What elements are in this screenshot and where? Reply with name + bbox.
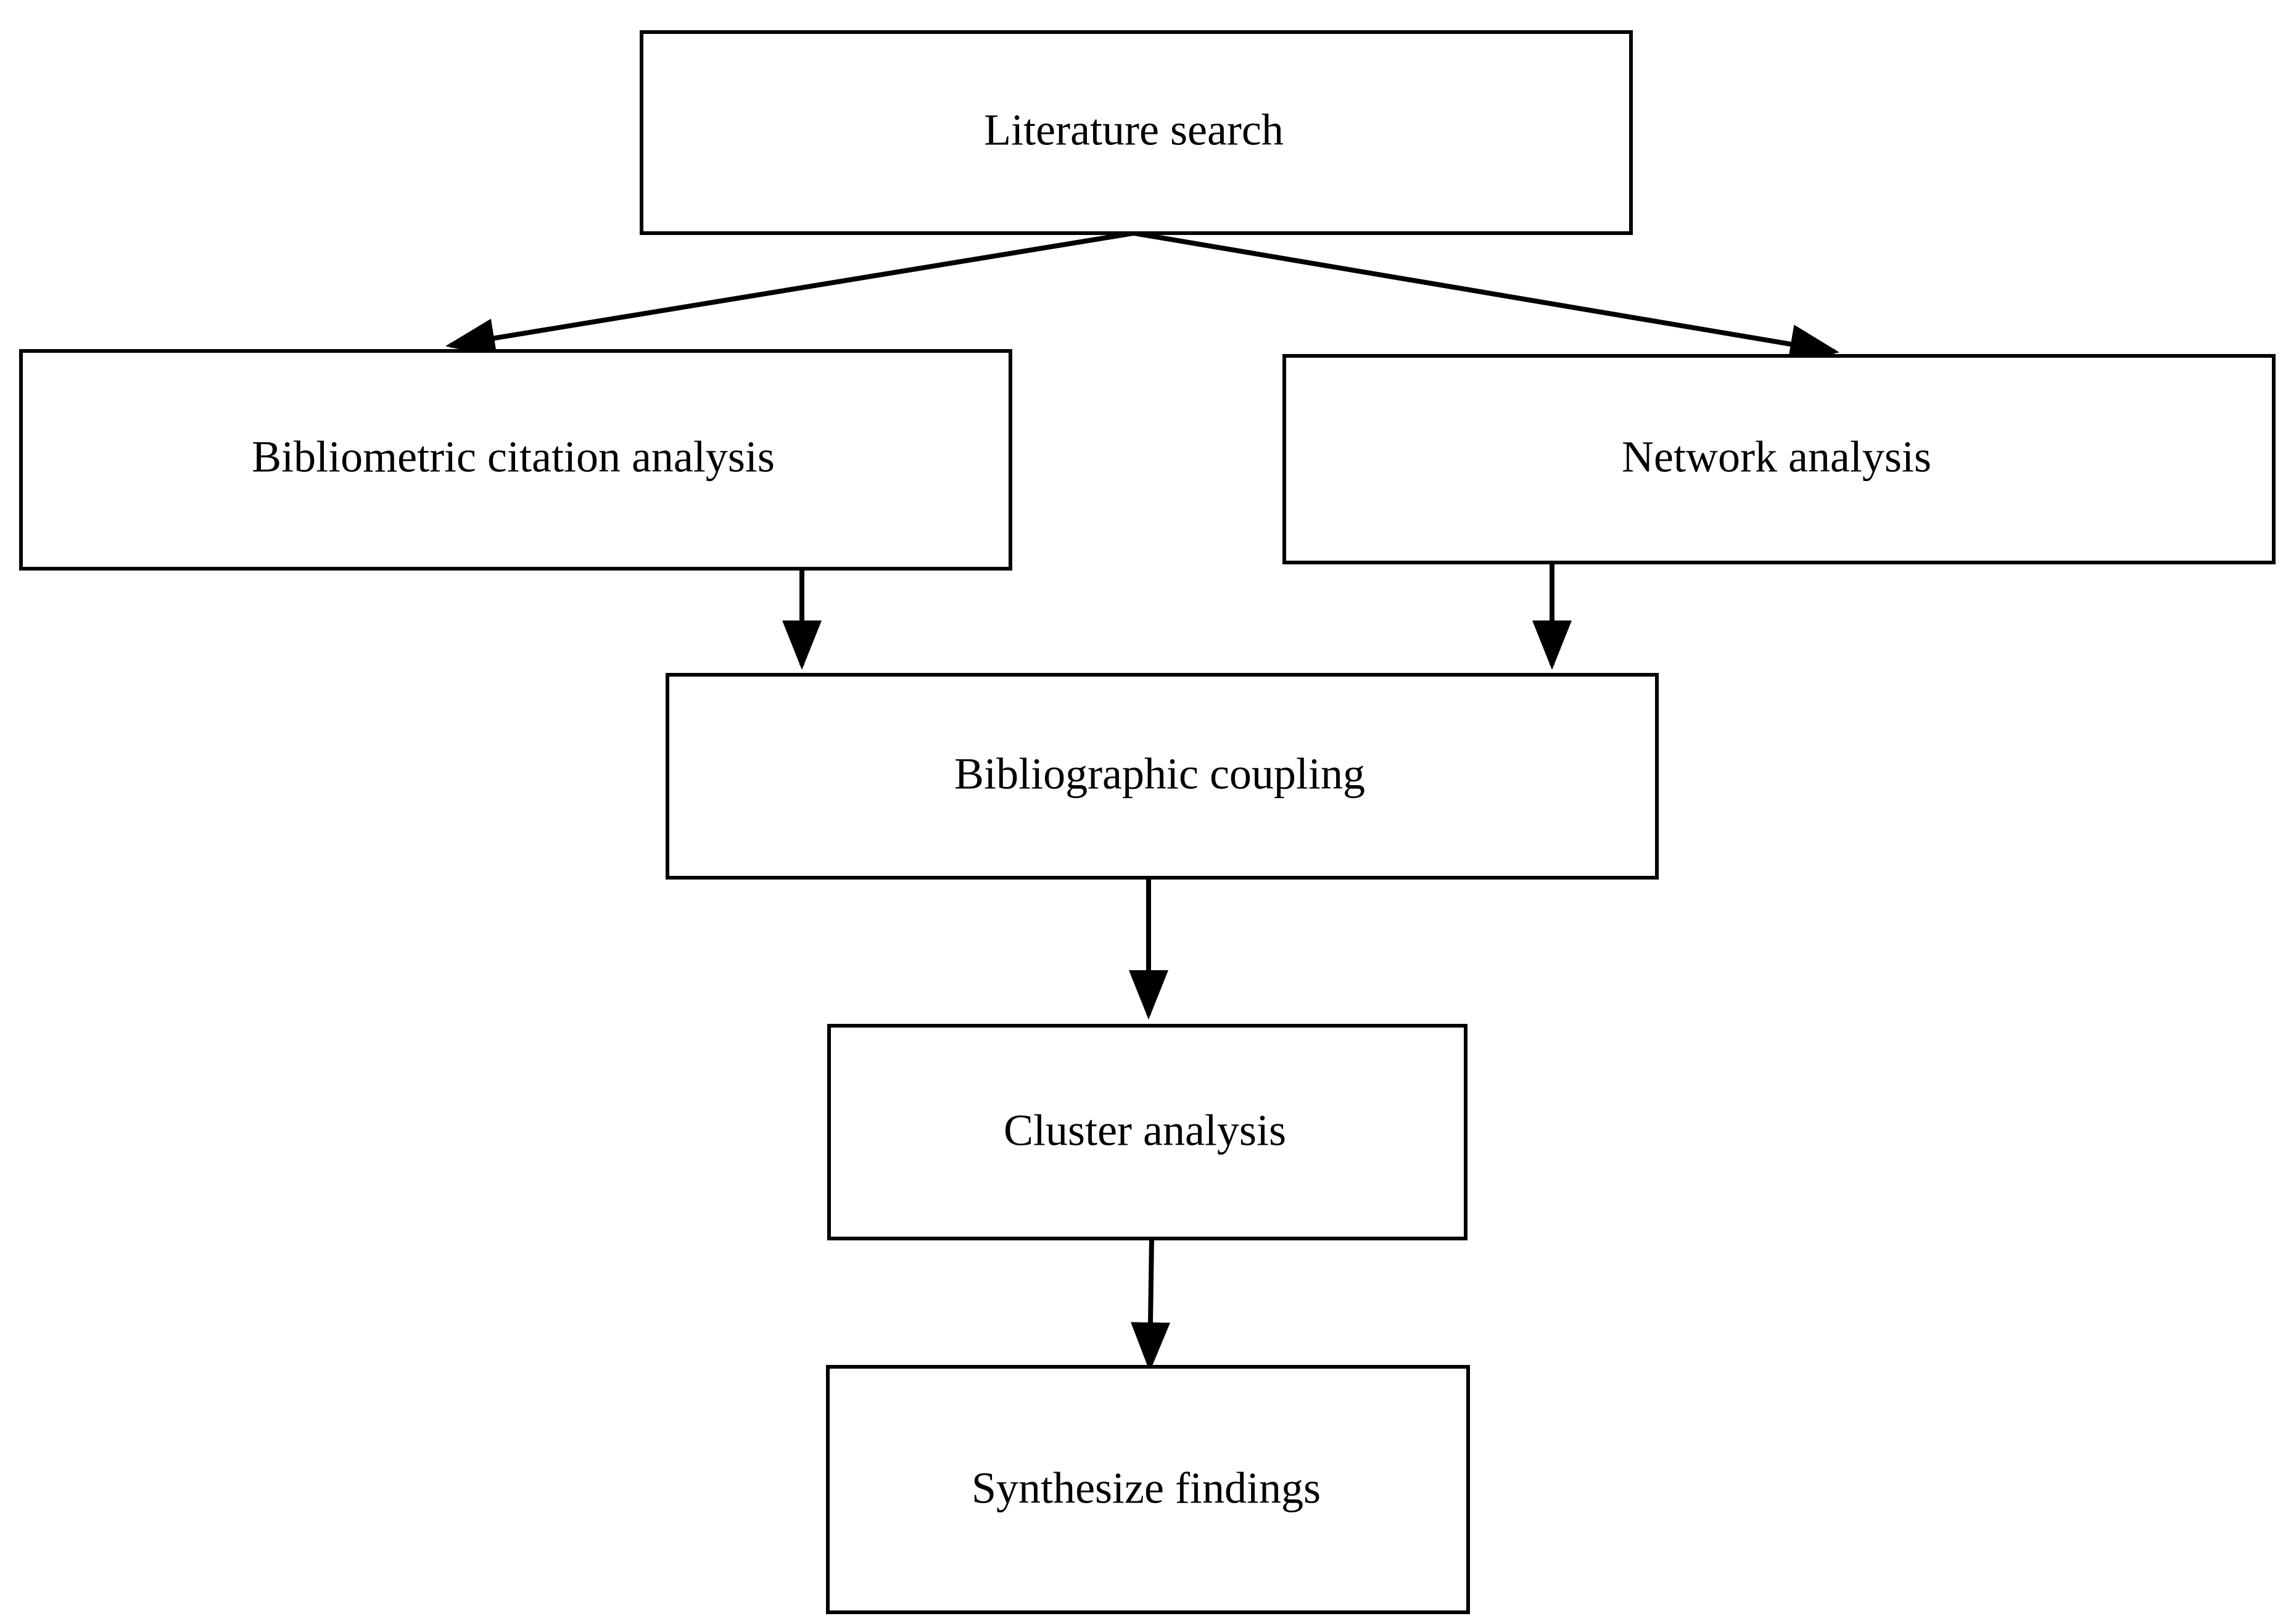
node-cluster-analysis-label: Cluster analysis [1004, 1106, 1286, 1155]
node-synthesize-findings-label: Synthesize findings [972, 1464, 1321, 1513]
node-cluster-analysis-box [827, 1024, 1467, 1240]
edge-literature-to-bibliometric [445, 231, 1134, 358]
node-literature-search-box [640, 30, 1633, 235]
node-bibliometric-citation-analysis-label: Bibliometric citation analysis [252, 432, 775, 482]
node-literature-search-label: Literature search [984, 105, 1284, 155]
node-network-analysis: Network analysis [1282, 354, 2276, 564]
node-bibliographic-coupling: Bibliographic coupling [666, 673, 1659, 880]
node-network-analysis-box [1282, 354, 2276, 564]
node-bibliometric-citation-analysis-box [19, 349, 1012, 571]
node-bibliometric-citation-analysis: Bibliometric citation analysis [19, 349, 1012, 571]
node-bibliographic-coupling-box [666, 673, 1659, 880]
node-network-analysis-label: Network analysis [1622, 432, 1931, 482]
node-cluster-analysis: Cluster analysis [827, 1024, 1467, 1240]
node-bibliographic-coupling-label: Bibliographic coupling [954, 749, 1365, 799]
edge-literature-to-network [1133, 231, 1839, 364]
node-literature-search: Literature search [640, 30, 1633, 235]
edge-cluster-to-synthesize [1131, 1238, 1171, 1372]
node-synthesize-findings: Synthesize findings [826, 1365, 1470, 1614]
edges [445, 231, 1839, 1372]
node-synthesize-findings-box [826, 1365, 1470, 1614]
